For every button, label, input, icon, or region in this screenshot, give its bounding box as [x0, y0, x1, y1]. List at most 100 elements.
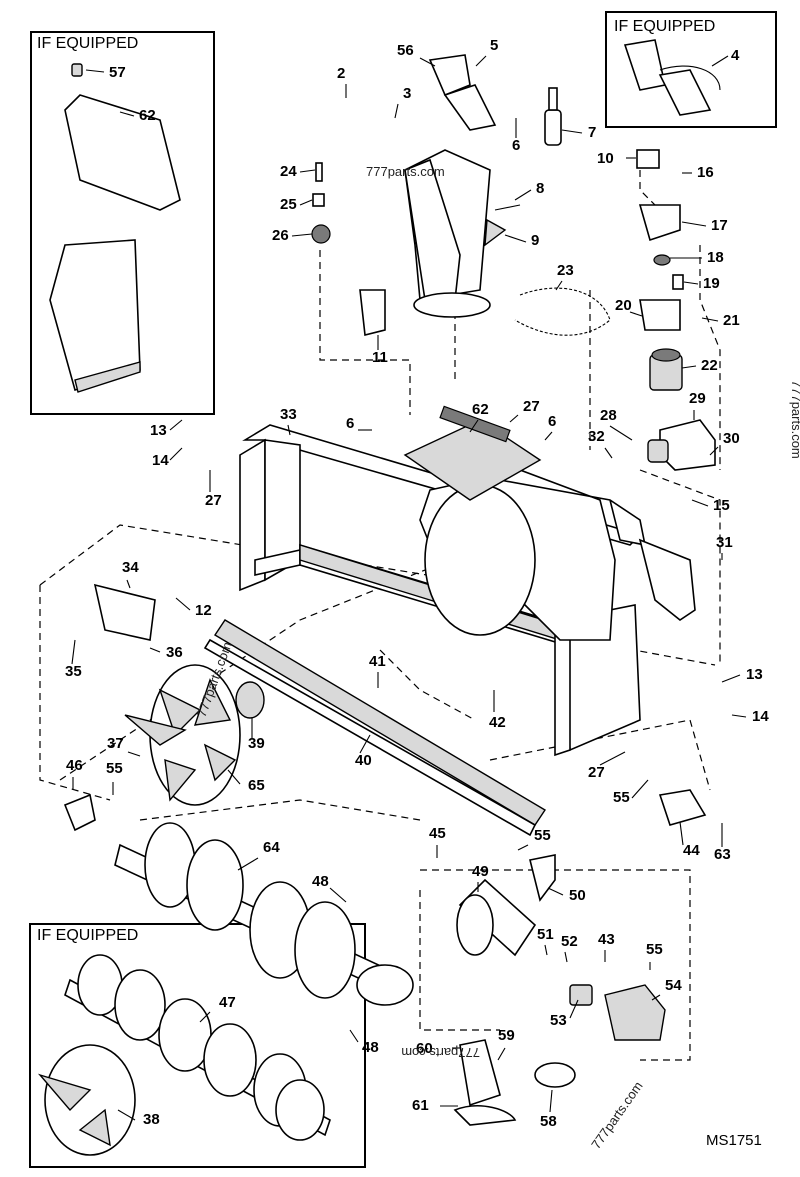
callout-label-61: 61 [412, 1097, 429, 1114]
callout-label-31: 31 [716, 534, 733, 551]
callout-label-55: 55 [106, 760, 123, 777]
callout-leader-line [701, 317, 719, 322]
drive-motor-group [453, 789, 707, 1126]
callout-label-7: 7 [588, 124, 596, 141]
callout-label-28: 28 [600, 407, 617, 424]
callout-label-14: 14 [752, 708, 769, 725]
callout-label-49: 49 [472, 863, 489, 880]
callout-leader-line [127, 751, 141, 757]
inset-top-right-parts [623, 39, 721, 116]
callout-label-18: 18 [707, 249, 724, 266]
callout-label-54: 54 [665, 977, 682, 994]
watermark-text: 777parts.com [401, 1045, 480, 1060]
callout-leader-line [349, 1029, 359, 1043]
callout-leader-line [199, 1011, 211, 1023]
callout-leader-line [497, 1047, 506, 1061]
callout-leader-line [631, 779, 649, 799]
drawing-number: MS1751 [706, 1132, 762, 1149]
callout-leader-line [681, 365, 697, 369]
callout-leader-line [561, 129, 583, 134]
inset-bottom-left-parts [37, 954, 331, 1156]
auger [63, 793, 414, 1006]
callout-leader-line [514, 189, 532, 201]
callout-leader-line [564, 951, 568, 963]
callout-label-15: 15 [713, 497, 730, 514]
callout-leader-line [683, 281, 699, 285]
callout-leader-line [681, 221, 707, 227]
callout-label-13: 13 [746, 666, 763, 683]
callout-leader-line [71, 639, 76, 665]
snowblower-housing [239, 405, 696, 757]
callout-label-42: 42 [489, 714, 506, 731]
callout-label-62: 62 [139, 107, 156, 124]
callout-label-23: 23 [557, 262, 574, 279]
inset-top-left: IF EQUIPPED [30, 31, 215, 415]
discharge-chute [311, 54, 562, 336]
callout-leader-line [394, 103, 399, 119]
callout-label-30: 30 [723, 430, 740, 447]
callout-leader-line [469, 419, 479, 433]
callout-label-24: 24 [280, 163, 297, 180]
callout-label-50: 50 [569, 887, 586, 904]
callout-label-47: 47 [219, 994, 236, 1011]
callout-leader-line [691, 499, 709, 507]
callout-leader-line [517, 844, 529, 851]
callout-label-48: 48 [312, 873, 329, 890]
watermark-text: 777parts.com [789, 380, 800, 459]
callout-leader-line [149, 647, 161, 653]
callout-label-33: 33 [280, 406, 297, 423]
inset-bottom-left: IF EQUIPPED [29, 923, 366, 1168]
callout-label-2: 2 [337, 65, 345, 82]
callout-label-10: 10 [597, 150, 614, 167]
chain-and-motor [514, 149, 716, 471]
callout-label-11: 11 [372, 349, 388, 366]
callout-label-6: 6 [346, 415, 354, 432]
callout-leader-line [721, 674, 741, 683]
callout-label-57: 57 [109, 64, 126, 81]
callout-label-27: 27 [523, 398, 540, 415]
callout-leader-line [604, 447, 613, 459]
callout-leader-line [85, 69, 105, 73]
callout-label-53: 53 [550, 1012, 567, 1029]
callout-leader-line [547, 887, 564, 896]
callout-leader-line [711, 55, 729, 67]
callout-label-38: 38 [143, 1111, 160, 1128]
callout-label-59: 59 [498, 1027, 515, 1044]
callout-leader-line [169, 419, 183, 431]
callout-leader-line [629, 311, 643, 317]
callout-label-17: 17 [711, 217, 728, 234]
callout-label-56: 56 [397, 42, 414, 59]
watermark-text: 777parts.com [588, 1079, 645, 1152]
callout-label-5: 5 [490, 37, 498, 54]
callout-label-22: 22 [701, 357, 718, 374]
impeller [93, 583, 265, 806]
callout-leader-line [169, 447, 183, 461]
callout-label-64: 64 [263, 839, 280, 856]
callout-leader-line [555, 280, 563, 291]
callout-label-62: 62 [472, 401, 489, 418]
callout-leader-line [419, 57, 436, 67]
callout-label-25: 25 [280, 196, 297, 213]
callout-leader-line [544, 944, 548, 956]
callout-label-40: 40 [355, 752, 372, 769]
callout-leader-line [126, 579, 131, 589]
callout-label-45: 45 [429, 825, 446, 842]
callout-leader-line [709, 446, 719, 456]
callout-leader-line [117, 1109, 136, 1121]
callout-label-34: 34 [122, 559, 139, 576]
callout-leader-line [544, 431, 553, 441]
inset-title-top-left: IF EQUIPPED [37, 35, 138, 52]
callout-leader-line [549, 1089, 553, 1113]
callout-leader-line [475, 55, 487, 67]
callout-label-9: 9 [531, 232, 539, 249]
callout-label-48: 48 [362, 1039, 379, 1056]
callout-label-41: 41 [369, 653, 386, 670]
callout-leader-line [237, 857, 259, 871]
callout-label-36: 36 [166, 644, 183, 661]
callout-label-6: 6 [548, 413, 556, 430]
callout-leader-line [119, 111, 135, 117]
callout-label-6: 6 [512, 137, 520, 154]
callout-label-52: 52 [561, 933, 578, 950]
